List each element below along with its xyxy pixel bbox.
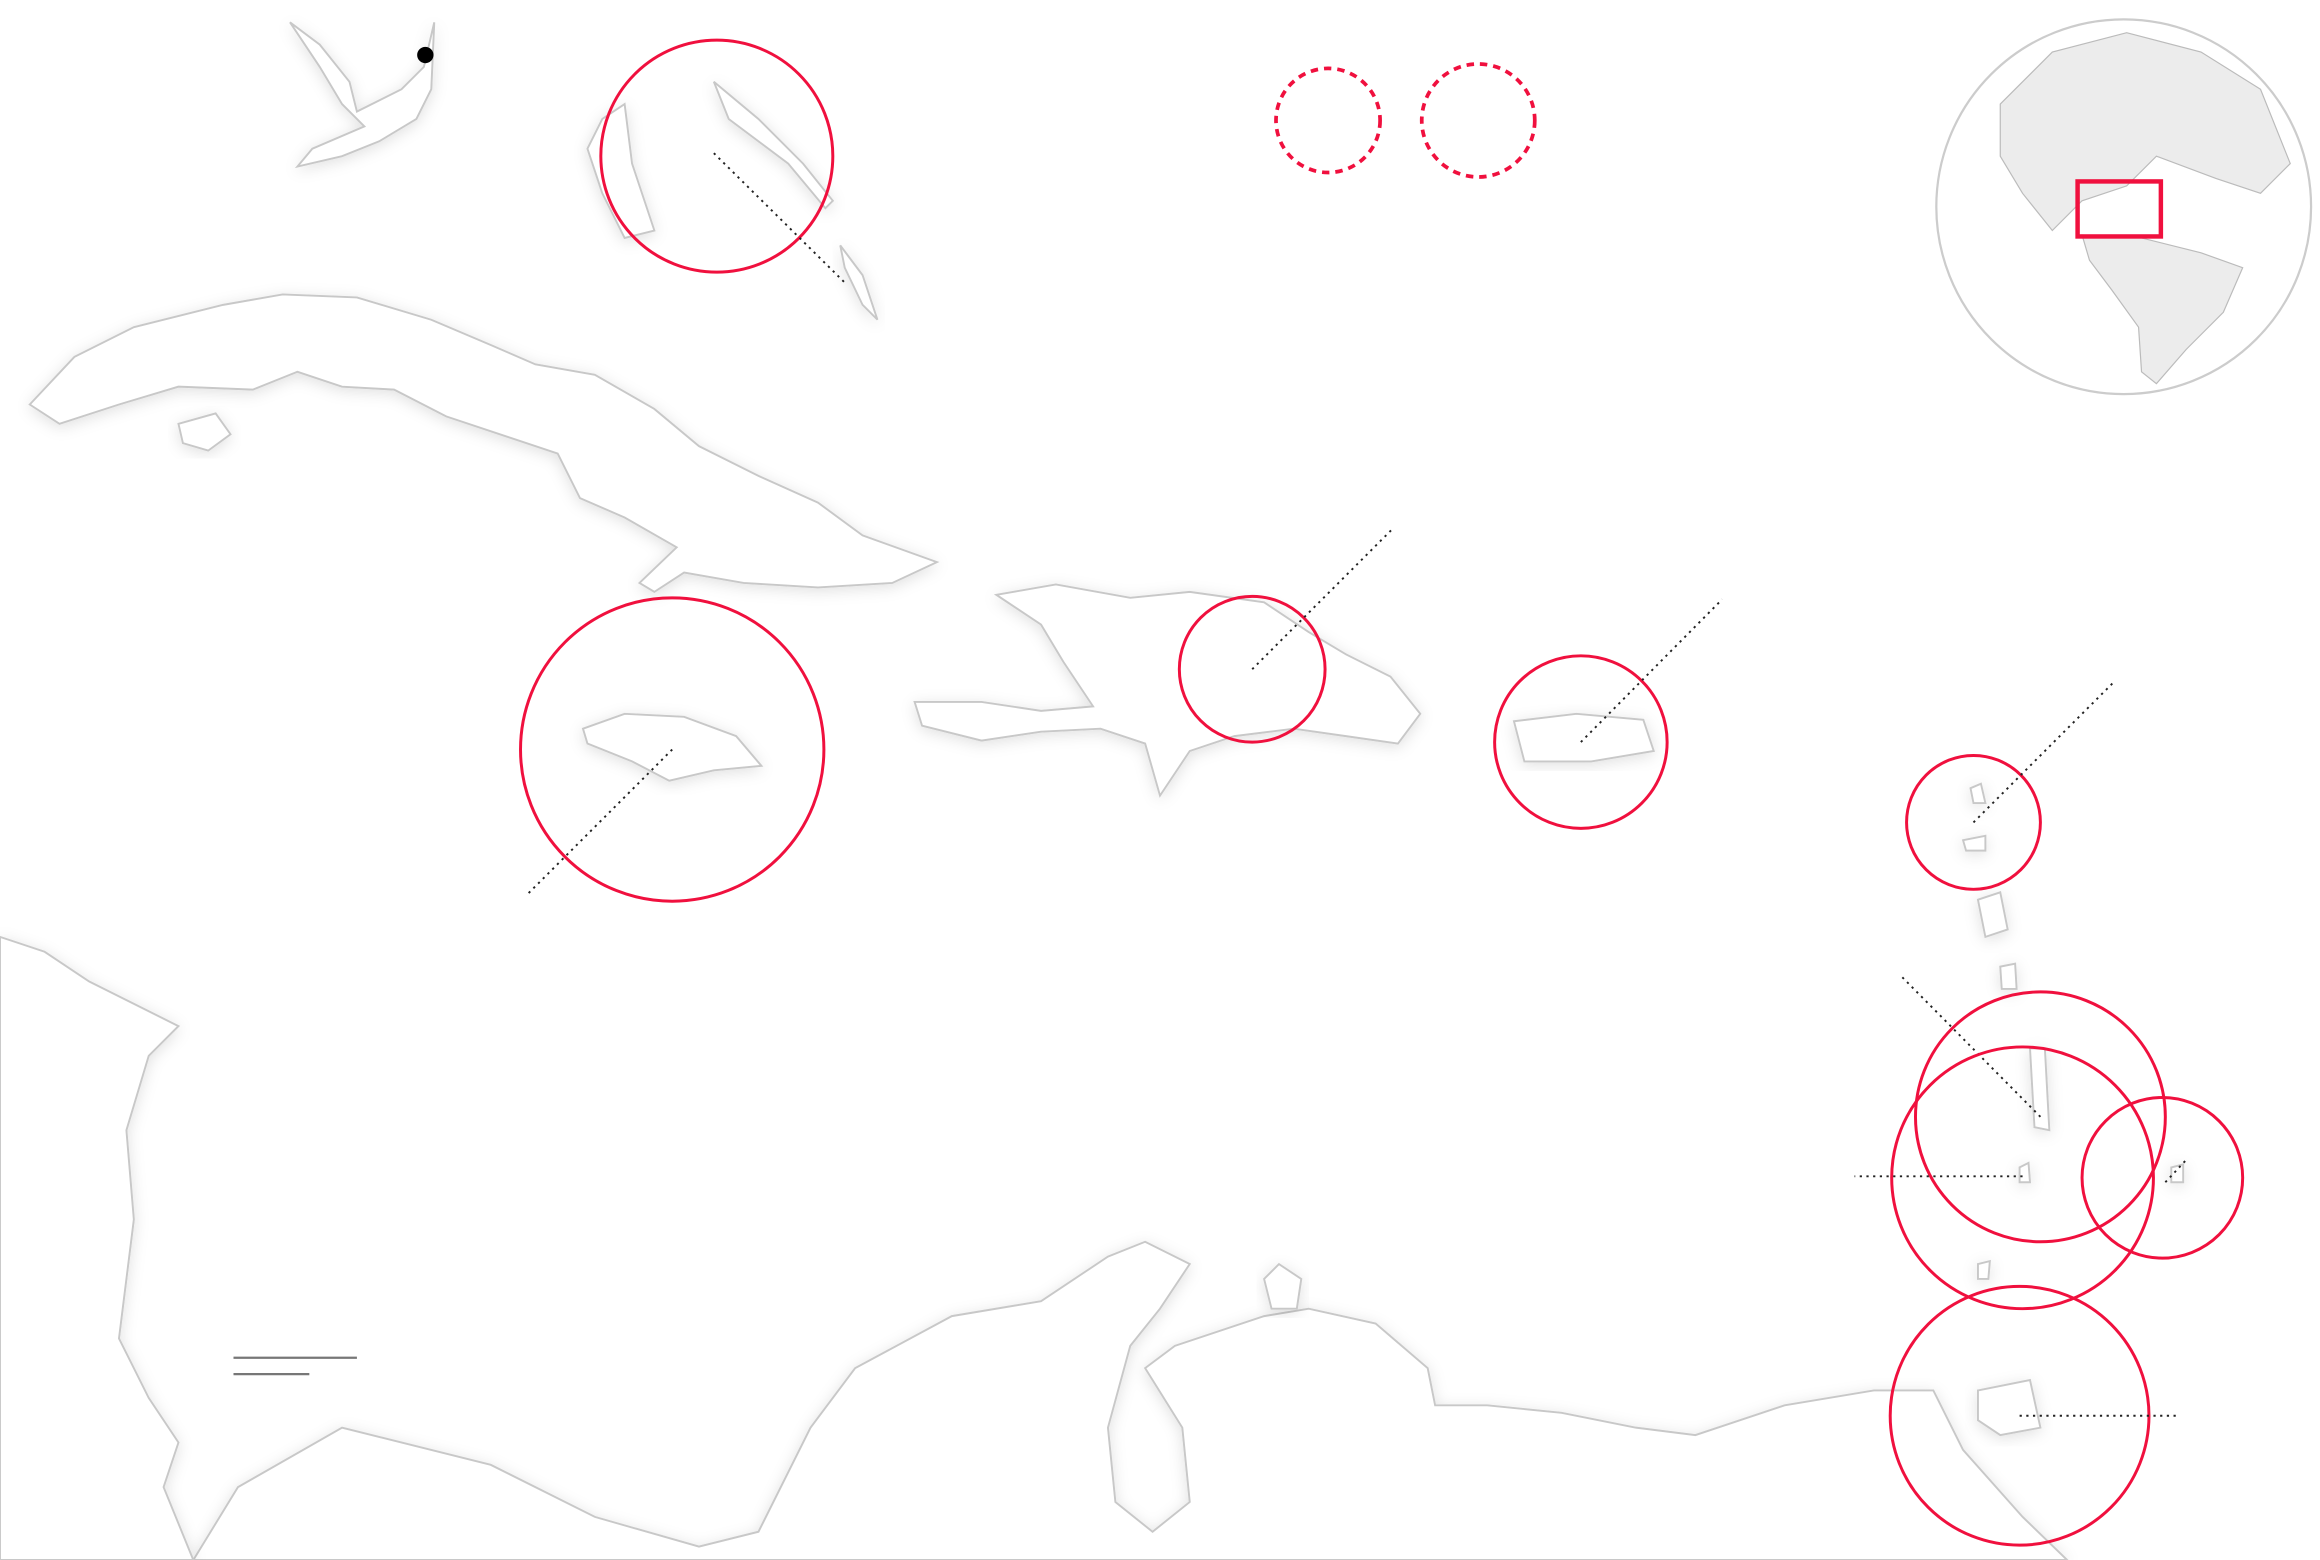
marker-st-vincent (1890, 1045, 2155, 1311)
marker-st-lucia (1914, 990, 2167, 1244)
south-america (192, 1240, 2069, 1560)
marker-dominican-republic (1177, 594, 1327, 744)
location-markers (417, 38, 2245, 1547)
cuba (28, 293, 940, 594)
marker-barbados (2080, 1096, 2245, 1260)
marker-bahamas (599, 38, 835, 274)
leader-line (525, 748, 673, 896)
venezuela-peninsula (1263, 1262, 1303, 1310)
marker-dashed-1 (1274, 66, 1382, 175)
marker-dashed-2 (1419, 62, 1537, 179)
locator-box (2075, 179, 2164, 239)
isle-of-youth (177, 412, 232, 452)
central-america (0, 935, 195, 1560)
globe-inset (1935, 18, 2313, 396)
lesser-antilles (1961, 782, 2185, 1280)
globe-north-america (1999, 32, 2291, 232)
florida (289, 21, 436, 169)
marker-leeward-islands (1905, 753, 2042, 891)
marker-puerto-rico (1493, 654, 1669, 830)
jamaica (581, 712, 764, 782)
leader-line (713, 152, 846, 284)
leader-line (2164, 1159, 2187, 1183)
scale-bar (233, 1356, 357, 1376)
andros-bahamas (586, 102, 656, 240)
city-dot (417, 46, 434, 64)
hispaniola (913, 583, 1422, 798)
eleuthera-bahamas (712, 81, 835, 210)
leader-line (1972, 681, 2114, 824)
globe-south-america (2081, 234, 2244, 385)
landmasses (0, 21, 2185, 1560)
leader-line (1580, 598, 1723, 743)
puerto-rico (1512, 712, 1656, 763)
trinidad (1976, 1378, 2042, 1437)
long-island-bahamas (839, 244, 879, 321)
marker-jamaica (519, 596, 826, 903)
